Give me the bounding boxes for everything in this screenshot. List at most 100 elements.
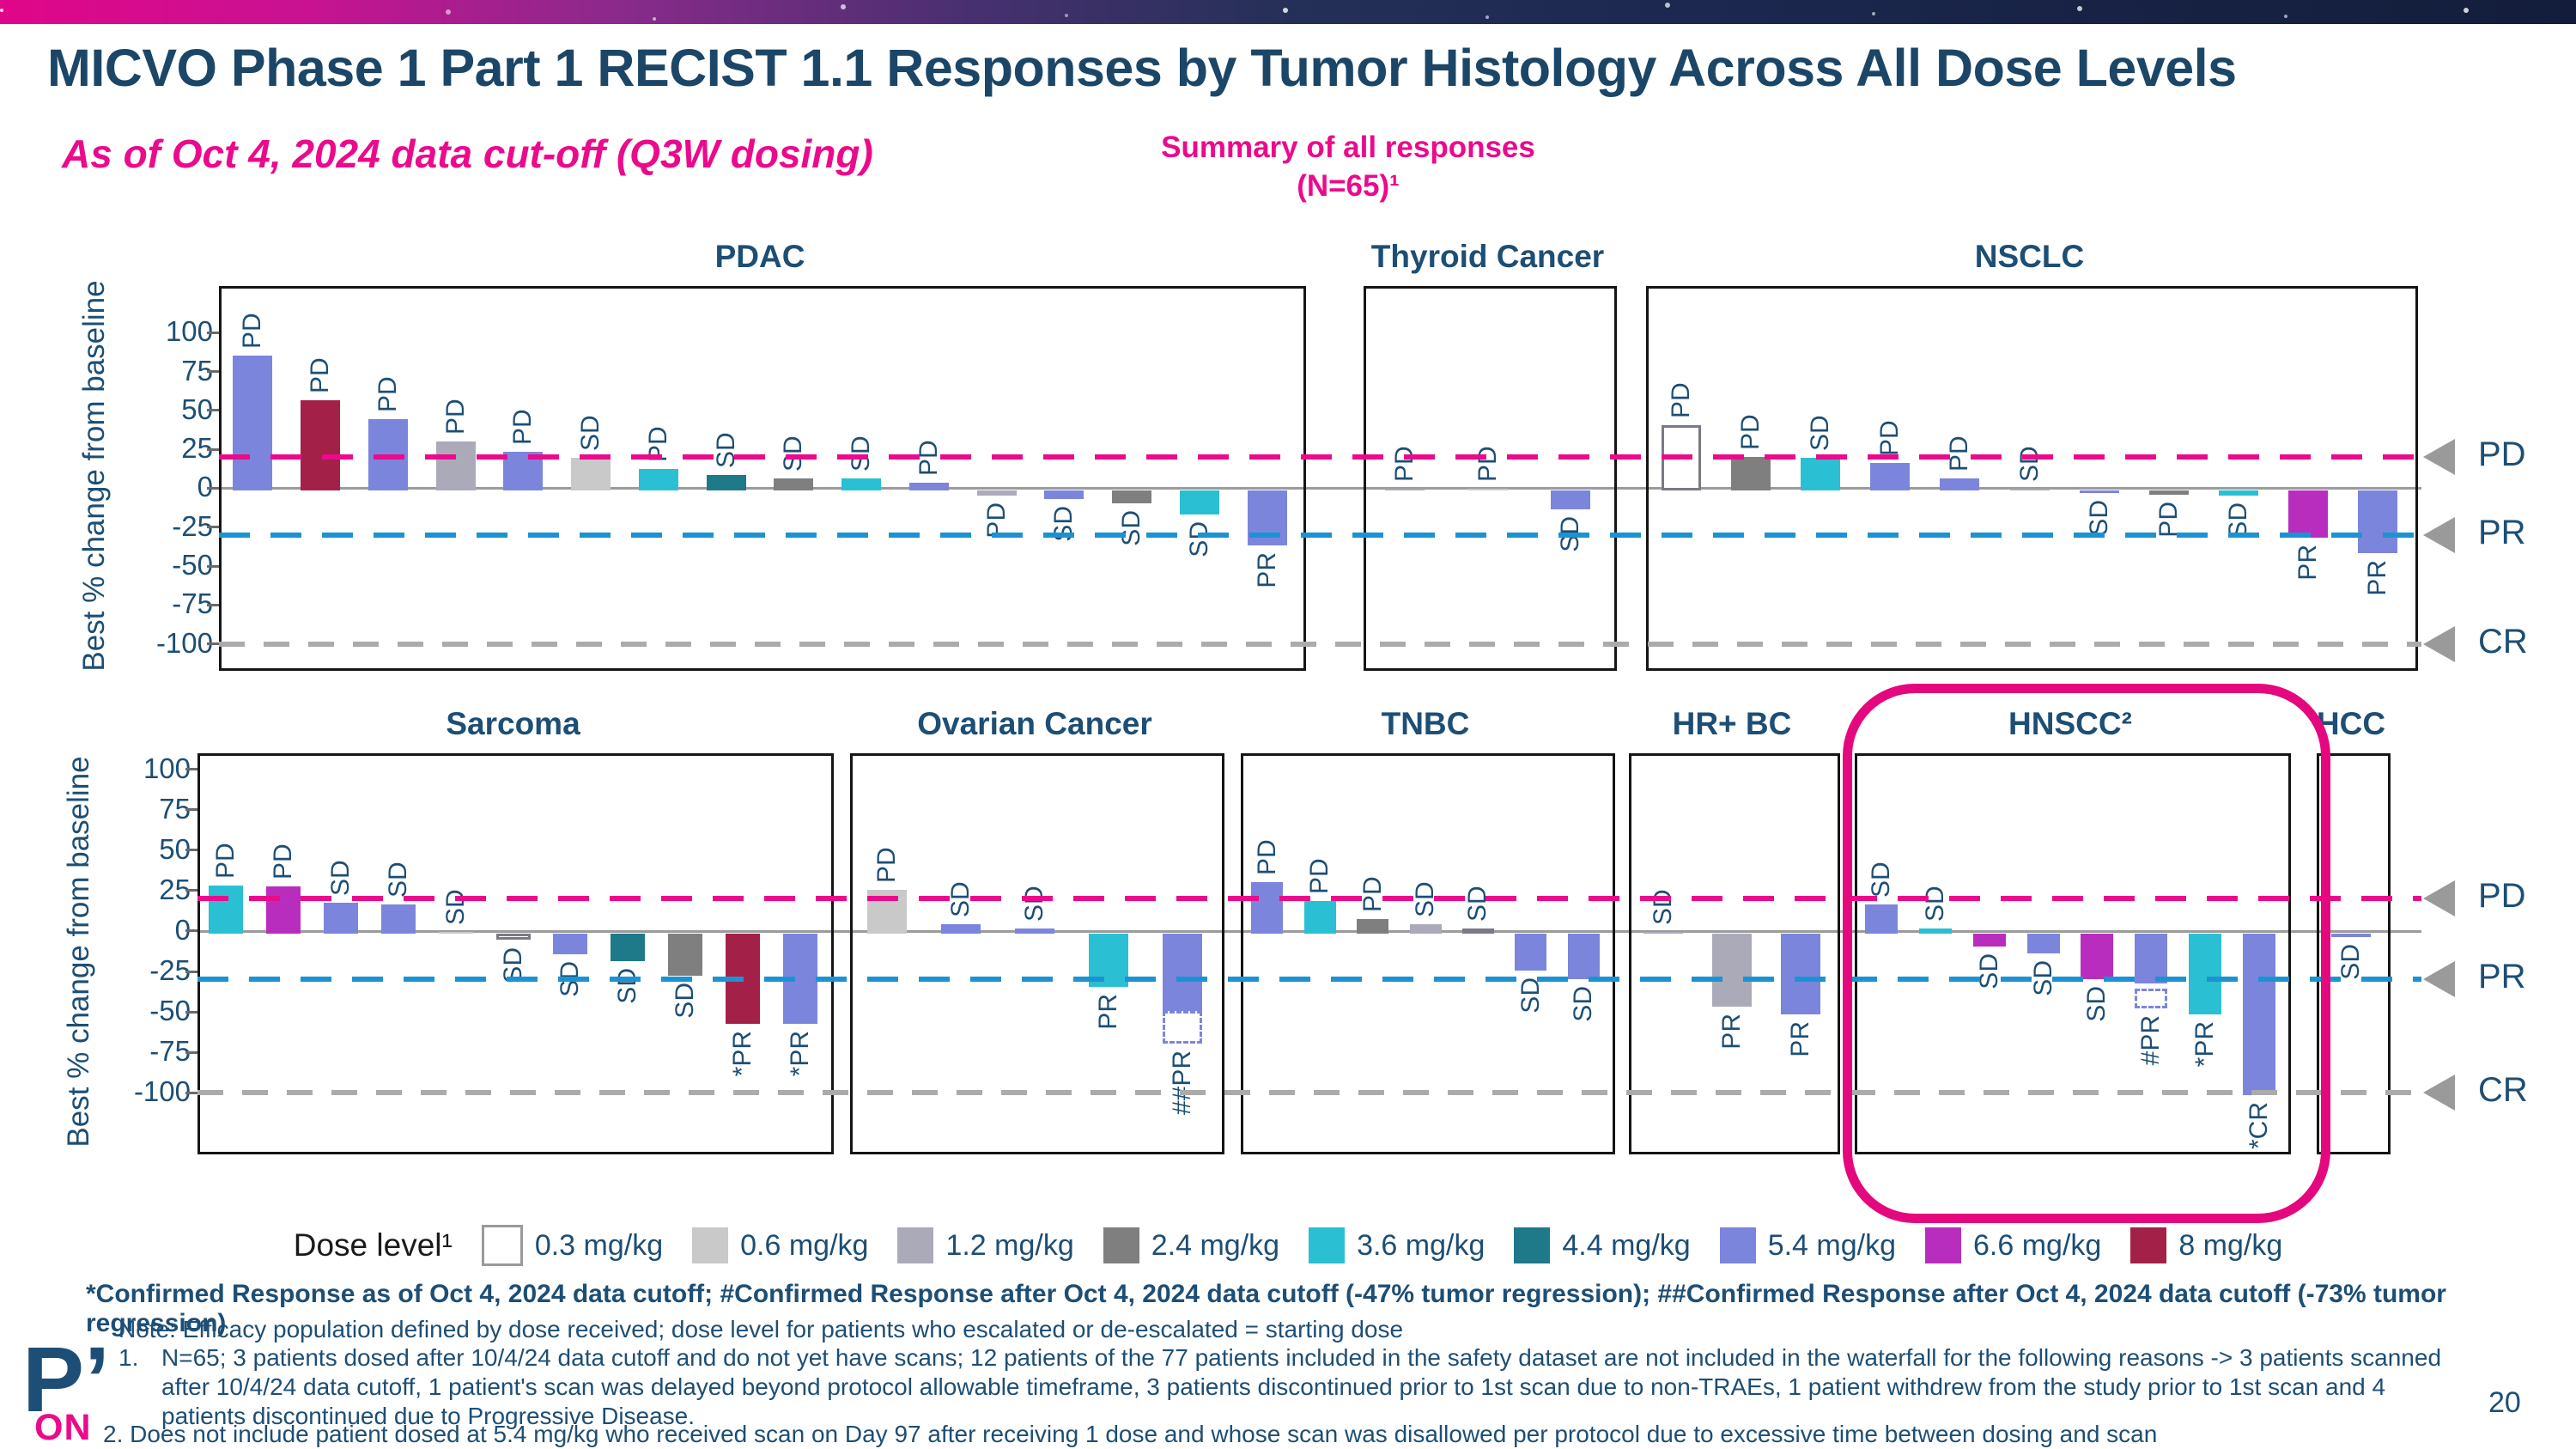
bar-5.4mgkg-PD	[1870, 462, 1911, 491]
bar-response-label: PR	[2363, 559, 2392, 596]
y-tick-label: -25	[149, 954, 191, 987]
footnote-note: Note: Efficacy population defined by dos…	[118, 1316, 1404, 1342]
bar-4.4mgkg-SD	[611, 933, 646, 961]
bar-1.2mgkg-PR	[1712, 933, 1752, 1007]
legend-item-2-4mgkg: 2.4 mg/kg	[1103, 1227, 1279, 1263]
bar-5.4mgkg-SD	[324, 903, 359, 934]
pr-reference-line	[219, 532, 2421, 538]
bar-3.6mgkg-PD	[1303, 901, 1336, 934]
bar-response-label: PD	[269, 843, 298, 880]
bar-response-label: PD	[508, 409, 538, 446]
cr-reference-line	[219, 641, 2421, 647]
hnscc-highlight-ring	[1843, 684, 2330, 1223]
legend-swatch-icon	[2130, 1227, 2167, 1263]
bar-4.4mgkg-SD	[706, 475, 746, 491]
bar-2.4mgkg-SD	[774, 478, 814, 491]
y-tick-mark	[185, 849, 197, 852]
bar-response-label: PD	[1875, 420, 1905, 456]
y-tick-mark	[207, 642, 219, 646]
pd-arrow-icon	[2423, 439, 2455, 476]
bar-response-label: SD	[1805, 415, 1834, 452]
top-banner	[0, 0, 2576, 24]
bar-response-label: PD	[1666, 382, 1695, 419]
y-tick-mark	[207, 409, 219, 412]
bar-2.4mgkg-SD	[667, 933, 702, 976]
panel-title-OvarianCancer: Ovarian Cancer	[917, 706, 1152, 741]
y-tick-mark	[185, 1091, 197, 1094]
y-tick-label: 50	[181, 393, 213, 425]
legend-swatch-icon	[1309, 1227, 1346, 1263]
legend-swatch-icon	[1103, 1227, 1139, 1263]
y-tick-label: -50	[172, 549, 213, 581]
legend-item-label: 8 mg/kg	[2178, 1228, 2283, 1262]
y-tick-mark	[185, 768, 197, 771]
y-tick-mark	[185, 889, 197, 892]
legend-item-label: 6.6 mg/kg	[1973, 1228, 2102, 1262]
y-tick-label: 25	[159, 873, 191, 905]
summary-of-responses: Summary of all responses (N=65)¹	[1056, 129, 1640, 206]
bar-response-label: SD	[1049, 505, 1078, 542]
legend-item-label: 5.4 mg/kg	[1767, 1228, 1896, 1262]
starfield-decoration	[0, 9, 3, 12]
bar-response-label: PD	[1473, 446, 1502, 483]
y-tick-label: 0	[197, 471, 213, 503]
pr-reference-line	[197, 977, 2421, 983]
panel-plot-HCC: SD	[2317, 753, 2391, 1154]
bar-5.4mgkg-PR	[1781, 933, 1820, 1015]
panel-plot-TNBC: PDPDPDSDSDSDSD	[1241, 753, 1615, 1154]
bar-5.4mgkg-SD	[1015, 928, 1054, 934]
bar-5.4mgkg-PR	[2135, 933, 2168, 984]
bar-response-label: PD	[872, 847, 901, 884]
bar-response-label: SD	[1184, 521, 1213, 557]
bar-response-label: PR	[1252, 551, 1281, 588]
bar-response-label: PD	[1945, 435, 1974, 472]
bar-response-label: PR	[2293, 544, 2323, 581]
y-tick-label: 100	[165, 315, 213, 348]
bar-0.6mgkg-SD	[438, 931, 473, 934]
bar-response-label: PD	[2154, 502, 2183, 538]
bar-5.4mgkg-SD	[1865, 904, 1899, 934]
y-tick-label: 25	[181, 432, 213, 465]
company-logo-mark: P’	[22, 1327, 111, 1431]
bar-response-label: PD	[1305, 858, 1334, 895]
panel-title-ThyroidCancer: Thyroid Cancer	[1370, 239, 1605, 274]
bar-2.4mgkg-SD	[1112, 490, 1152, 503]
data-cutoff-subtitle: As of Oct 4, 2024 data cut-off (Q3W dosi…	[62, 131, 873, 176]
legend-swatch-icon	[897, 1227, 934, 1263]
panel-title-HNSCC: HNSCC²	[2008, 706, 2132, 741]
bar-3.6mgkg-SD	[1179, 490, 1219, 514]
bar-1.2mgkg-SD	[2009, 489, 2050, 491]
y-tick-label: 75	[159, 792, 191, 825]
bar-6.6mgkg-PD	[266, 886, 301, 934]
legend-title: Dose level¹	[293, 1227, 453, 1263]
bar-response-label: PR	[1094, 994, 1122, 1030]
panel-title-HCC: HCC	[2316, 706, 2386, 741]
bar-response-label: PD	[1390, 446, 1419, 483]
bar-response-label: PD	[1735, 413, 1765, 450]
y-tick-label: -50	[149, 995, 191, 1027]
pd-arrow-label: PD	[2478, 435, 2526, 474]
panel-title-Sarcoma: Sarcoma	[446, 706, 580, 741]
bar-response-label: SD	[2224, 502, 2253, 539]
bar-5.4mgkg-SD	[553, 933, 588, 955]
bar-3.6mgkg-PD	[209, 885, 244, 934]
bar-8mgkg-PD	[301, 400, 341, 491]
summary-line-1: Summary of all responses	[1161, 131, 1535, 164]
y-tick-mark	[207, 526, 219, 529]
cr-arrow-label: CR	[2478, 1071, 2528, 1110]
panel-title-NSCLC: NSCLC	[1974, 239, 2085, 274]
bar-response-label: SD	[1649, 889, 1677, 925]
y-tick-mark	[207, 564, 219, 568]
legend-item-4-4mgkg: 4.4 mg/kg	[1514, 1227, 1691, 1263]
y-tick-label: -100	[133, 1075, 191, 1108]
bar-response-label: ##PR	[1168, 1050, 1196, 1115]
y-tick-mark	[185, 808, 197, 812]
y-tick-mark	[185, 929, 197, 933]
legend-item-label: 1.2 mg/kg	[945, 1228, 1074, 1262]
y-tick-mark	[185, 1050, 197, 1054]
